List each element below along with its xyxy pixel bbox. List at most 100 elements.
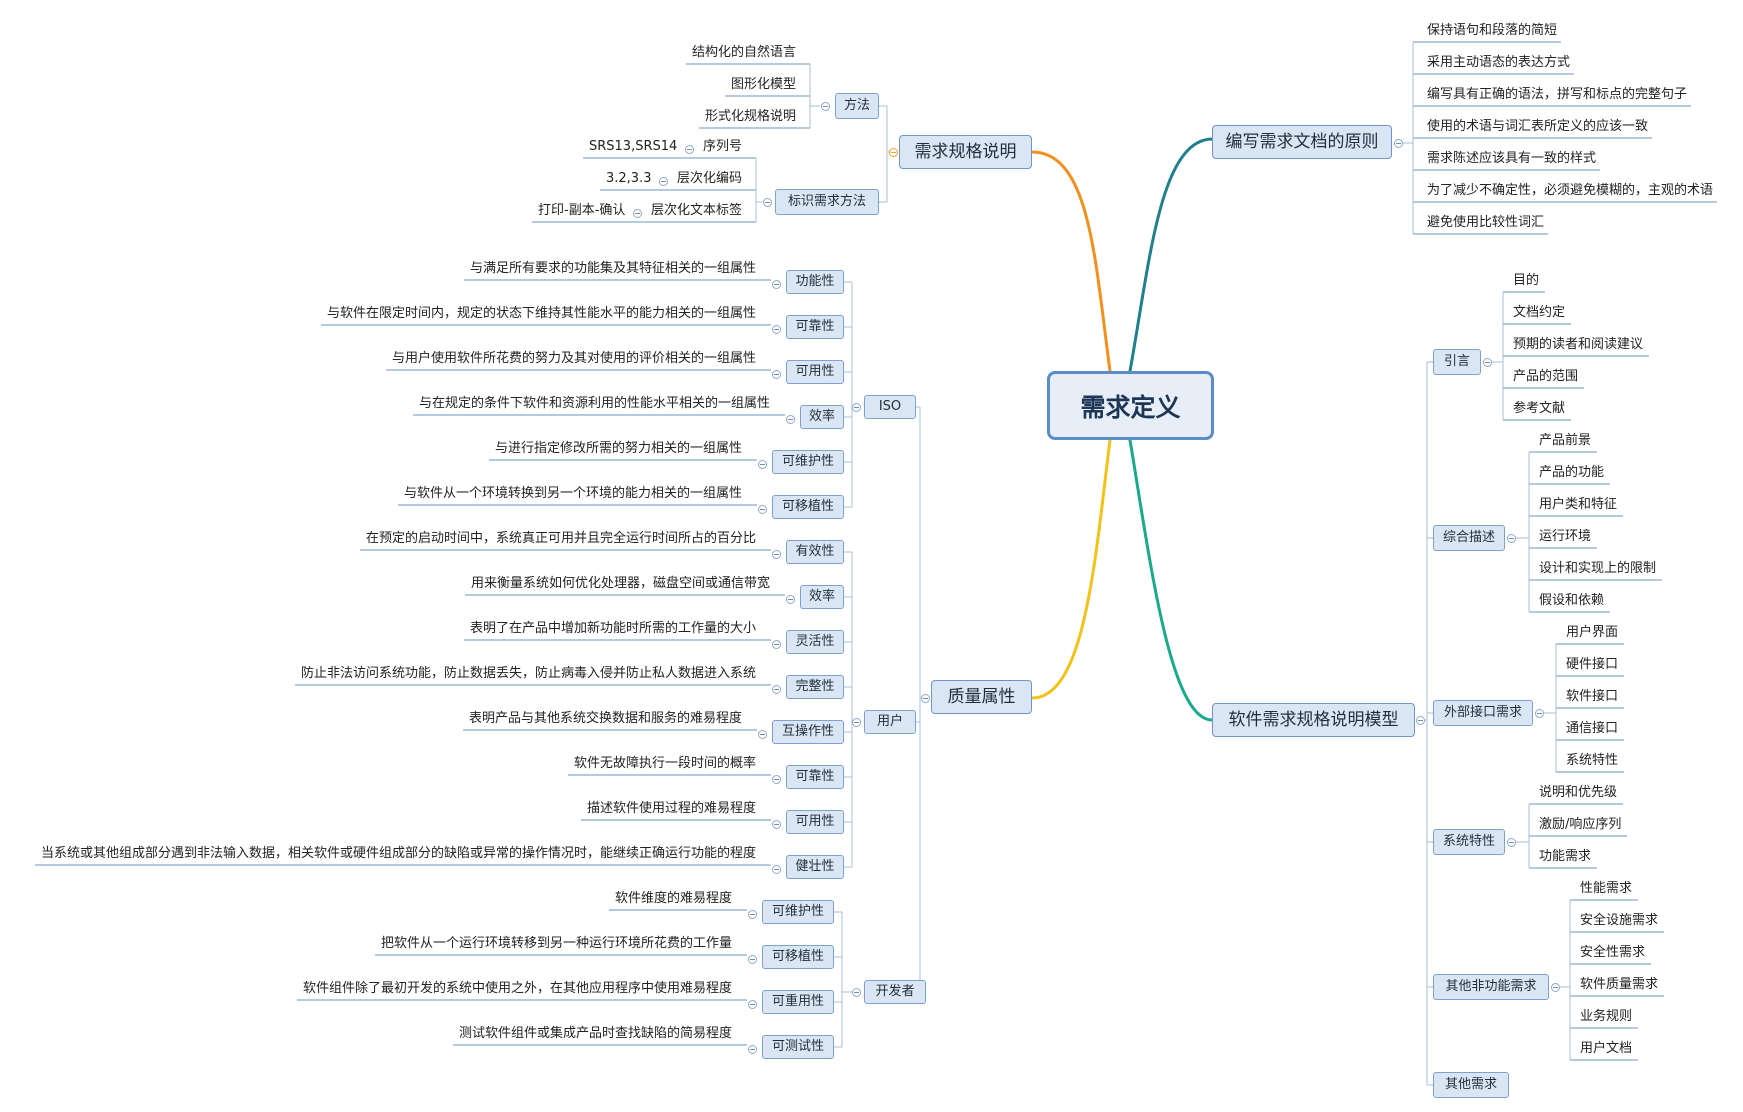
quality-desc[interactable]: 测试软件组件或集成产品时查找缺陷的简易程度: [459, 1026, 733, 1041]
collapse-toggle-icon[interactable]: [762, 197, 772, 207]
collapse-toggle-icon[interactable]: [757, 504, 767, 514]
srs-group[interactable]: 其他需求: [1433, 1072, 1509, 1098]
srs-group[interactable]: 外部接口需求: [1433, 700, 1533, 726]
spec-id-value[interactable]: 3.2,3.3: [606, 171, 652, 186]
srs-item[interactable]: 硬件接口: [1566, 657, 1619, 672]
branch-quality[interactable]: 质量属性: [931, 680, 1032, 714]
collapse-toggle-icon[interactable]: [1482, 357, 1492, 367]
collapse-toggle-icon[interactable]: [1506, 837, 1516, 847]
srs-item[interactable]: 用户类和特征: [1539, 497, 1618, 512]
srs-item[interactable]: 通信接口: [1566, 721, 1619, 736]
collapse-toggle-icon[interactable]: [747, 1044, 757, 1054]
quality-desc[interactable]: 把软件从一个运行环境转移到另一种运行环境所花费的工作量: [381, 936, 733, 951]
spec-id-label[interactable]: 层次化编码: [677, 171, 743, 186]
collapse-toggle-icon[interactable]: [632, 208, 642, 218]
quality-desc[interactable]: 与在规定的条件下软件和资源利用的性能水平相关的一组属性: [419, 396, 771, 411]
quality-attr[interactable]: 功能性: [786, 270, 844, 294]
srs-item[interactable]: 激励/响应序列: [1539, 817, 1622, 832]
collapse-toggle-icon[interactable]: [771, 279, 781, 289]
srs-item[interactable]: 业务规则: [1580, 1009, 1633, 1024]
quality-desc[interactable]: 与用户使用软件所花费的努力及其对使用的评价相关的一组属性: [392, 351, 757, 366]
srs-group[interactable]: 综合描述: [1433, 525, 1505, 551]
branch-srs-model[interactable]: 软件需求规格说明模型: [1212, 703, 1415, 737]
srs-item[interactable]: 运行环境: [1539, 529, 1592, 544]
collapse-toggle-icon[interactable]: [1550, 982, 1560, 992]
srs-item[interactable]: 目的: [1513, 273, 1540, 288]
collapse-toggle-icon[interactable]: [1393, 138, 1403, 148]
spec-id-value[interactable]: SRS13,SRS14: [589, 139, 678, 154]
collapse-toggle-icon[interactable]: [747, 999, 757, 1009]
quality-desc[interactable]: 软件组件除了最初开发的系统中使用之外，在其他应用程序中使用难易程度: [303, 981, 733, 996]
srs-item[interactable]: 性能需求: [1580, 881, 1633, 896]
srs-group[interactable]: 其他非功能需求: [1433, 974, 1549, 1000]
spec-method-item[interactable]: 图形化模型: [731, 77, 797, 92]
quality-desc[interactable]: 防止非法访问系统功能，防止数据丢失，防止病毒入侵并防止私人数据进入系统: [301, 666, 757, 681]
principle-item[interactable]: 使用的术语与词汇表所定义的应该一致: [1427, 119, 1649, 134]
quality-group[interactable]: 开发者: [864, 980, 926, 1004]
spec-method-item[interactable]: 形式化规格说明: [705, 109, 797, 124]
quality-attr[interactable]: 完整性: [786, 675, 844, 699]
srs-item[interactable]: 安全设施需求: [1580, 913, 1659, 928]
spec-id-value[interactable]: 打印-副本-确认: [538, 203, 626, 218]
quality-attr[interactable]: 效率: [800, 405, 844, 429]
quality-attr[interactable]: 可维护性: [772, 450, 844, 474]
quality-desc[interactable]: 在预定的启动时间中，系统真正可用并且完全运行时间所占的百分比: [366, 531, 757, 546]
spec-id-label[interactable]: 层次化文本标签: [651, 203, 743, 218]
quality-desc[interactable]: 表明了在产品中增加新功能时所需的工作量的大小: [470, 621, 757, 636]
collapse-toggle-icon[interactable]: [851, 717, 861, 727]
collapse-toggle-icon[interactable]: [771, 774, 781, 784]
spec-group-identify[interactable]: 标识需求方法: [775, 189, 879, 215]
quality-attr[interactable]: 互操作性: [772, 720, 844, 744]
quality-attr[interactable]: 健壮性: [786, 855, 844, 879]
spec-method-item[interactable]: 结构化的自然语言: [692, 45, 797, 60]
srs-item[interactable]: 软件质量需求: [1580, 977, 1659, 992]
quality-attr[interactable]: 效率: [800, 585, 844, 609]
quality-attr[interactable]: 有效性: [786, 540, 844, 564]
quality-desc[interactable]: 与满足所有要求的功能集及其特征相关的一组属性: [470, 261, 757, 276]
collapse-toggle-icon[interactable]: [851, 987, 861, 997]
quality-attr[interactable]: 可靠性: [786, 765, 844, 789]
collapse-toggle-icon[interactable]: [771, 639, 781, 649]
quality-attr[interactable]: 可靠性: [786, 315, 844, 339]
principle-item[interactable]: 采用主动语态的表达方式: [1427, 55, 1571, 70]
quality-desc[interactable]: 用来衡量系统如何优化处理器，磁盘空间或通信带宽: [471, 576, 771, 591]
collapse-toggle-icon[interactable]: [1506, 533, 1516, 543]
quality-attr[interactable]: 可移植性: [772, 495, 844, 519]
srs-item[interactable]: 设计和实现上的限制: [1539, 561, 1657, 576]
srs-item[interactable]: 安全性需求: [1580, 945, 1646, 960]
srs-item[interactable]: 用户界面: [1566, 625, 1619, 640]
collapse-toggle-icon[interactable]: [658, 176, 668, 186]
srs-item[interactable]: 文档约定: [1513, 305, 1566, 320]
quality-desc[interactable]: 当系统或其他组成部分遇到非法输入数据，相关软件或硬件组成部分的缺陷或异常的操作情…: [41, 846, 757, 861]
srs-group[interactable]: 系统特性: [1433, 829, 1505, 855]
collapse-toggle-icon[interactable]: [771, 369, 781, 379]
spec-id-label[interactable]: 序列号: [703, 139, 743, 154]
quality-attr[interactable]: 可维护性: [762, 900, 834, 924]
quality-desc[interactable]: 描述软件使用过程的难易程度: [587, 801, 757, 816]
principle-item[interactable]: 为了减少不确定性，必须避免模糊的，主观的术语: [1427, 183, 1714, 198]
collapse-toggle-icon[interactable]: [785, 414, 795, 424]
collapse-toggle-icon[interactable]: [757, 459, 767, 469]
quality-desc[interactable]: 软件无故障执行一段时间的概率: [574, 756, 757, 771]
principle-item[interactable]: 保持语句和段落的简短: [1427, 23, 1558, 38]
quality-group[interactable]: ISO: [864, 395, 916, 419]
branch-principles[interactable]: 编写需求文档的原则: [1212, 125, 1392, 159]
quality-attr[interactable]: 可测试性: [762, 1035, 834, 1059]
collapse-toggle-icon[interactable]: [771, 324, 781, 334]
collapse-toggle-icon[interactable]: [888, 147, 898, 157]
collapse-toggle-icon[interactable]: [785, 594, 795, 604]
srs-item[interactable]: 软件接口: [1566, 689, 1619, 704]
quality-desc[interactable]: 表明产品与其他系统交换数据和服务的难易程度: [469, 711, 743, 726]
collapse-toggle-icon[interactable]: [684, 144, 694, 154]
quality-desc[interactable]: 与进行指定修改所需的努力相关的一组属性: [495, 441, 743, 456]
srs-item[interactable]: 产品的功能: [1539, 465, 1605, 480]
root-topic[interactable]: 需求定义: [1047, 371, 1214, 440]
collapse-toggle-icon[interactable]: [771, 549, 781, 559]
quality-desc[interactable]: 与软件从一个环境转换到另一个环境的能力相关的一组属性: [404, 486, 743, 501]
srs-item[interactable]: 说明和优先级: [1539, 785, 1618, 800]
quality-attr[interactable]: 可移植性: [762, 945, 834, 969]
quality-group[interactable]: 用户: [864, 710, 916, 734]
srs-item[interactable]: 系统特性: [1566, 753, 1619, 768]
collapse-toggle-icon[interactable]: [820, 101, 830, 111]
srs-item[interactable]: 用户文档: [1580, 1041, 1633, 1056]
